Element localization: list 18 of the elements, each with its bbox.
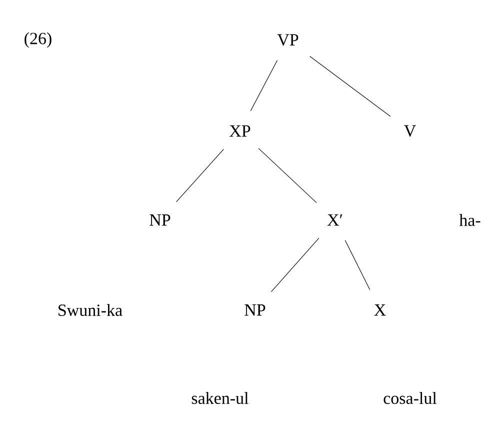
tree-label: X (374, 304, 386, 316)
branch-line (258, 148, 317, 203)
branch-line (310, 56, 391, 117)
tree-label: ha- (459, 214, 480, 226)
branch-line (250, 60, 278, 112)
tree-label: Swuni-ka (58, 304, 122, 316)
tree-label: saken-ul (192, 392, 248, 404)
tree-label: NP (244, 304, 266, 316)
tree-label: cosa-lul (384, 392, 437, 404)
branch-line (176, 148, 224, 202)
example-number: (26) (24, 32, 52, 48)
tree-label: V (404, 125, 416, 137)
branch-line (270, 238, 320, 292)
tree-label: NP (150, 214, 170, 226)
tree-label: X′ (327, 214, 342, 226)
tree-label: VP (277, 34, 298, 46)
tree-label: XP (230, 125, 250, 137)
branch-line (344, 240, 370, 290)
